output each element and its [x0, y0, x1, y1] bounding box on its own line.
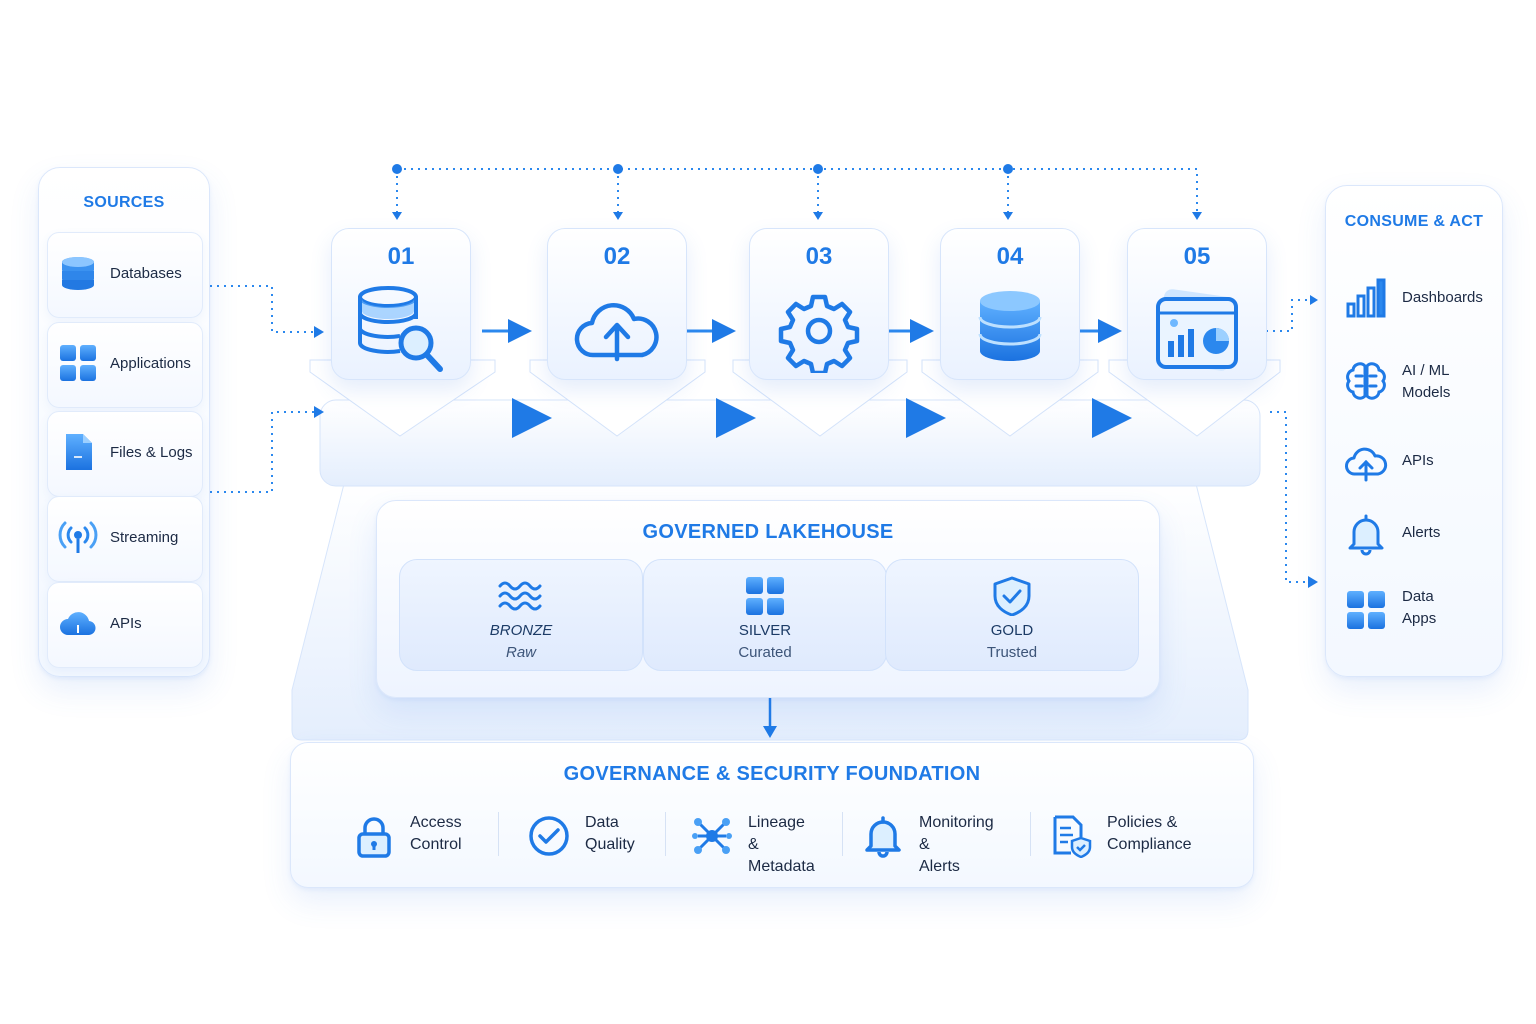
database-icon: [978, 291, 1042, 361]
dashboard-icon: [1155, 289, 1238, 371]
file-icon: [66, 434, 92, 470]
pipeline-step-03[interactable]: 03: [749, 228, 889, 380]
grid-icon: [746, 577, 784, 615]
sources-title: SOURCES: [83, 194, 165, 211]
divider: [665, 812, 666, 856]
source-label: Files & Logs: [110, 444, 193, 461]
source-apis[interactable]: APIs: [47, 582, 203, 668]
source-streaming[interactable]: Streaming: [47, 496, 203, 582]
lakehouse-panel: GOVERNED LAKEHOUSE BRONZE Raw SILVER Cur…: [376, 500, 1160, 698]
governance-title: GOVERNANCE & SECURITY FOUNDATION: [563, 763, 981, 785]
consume-label: Data Apps: [1402, 588, 1437, 627]
layer-name: GOLD: [990, 622, 1034, 639]
orchestration-line: [396, 168, 1198, 212]
cloud-upload-icon: [1345, 447, 1388, 482]
governance-panel: GOVERNANCE & SECURITY FOUNDATION: [290, 742, 1254, 888]
step-number: 01: [387, 243, 415, 270]
database-search-icon: [358, 286, 443, 372]
consume-dashboards[interactable]: Dashboards: [1344, 274, 1504, 324]
cloud-upload-icon: [574, 302, 659, 362]
consume-title: CONSUME & ACT: [1344, 213, 1484, 230]
grid-icon: [60, 345, 96, 381]
consume-ai-ml-models[interactable]: AI / ML Models: [1344, 358, 1504, 408]
source-applications[interactable]: Applications: [47, 322, 203, 408]
bar-chart-icon: [1346, 278, 1386, 318]
source-label: APIs: [110, 615, 142, 632]
waves-icon: [498, 581, 542, 611]
consume-label: Dashboards: [1402, 289, 1483, 306]
source-databases[interactable]: Databases: [47, 232, 203, 318]
gear-icon: [778, 294, 860, 373]
governance-label: Monitoring & Alerts: [919, 814, 994, 875]
step-number: 02: [603, 243, 631, 270]
governance-label: Data Quality: [585, 814, 635, 853]
lakehouse-to-governance-arrow: [763, 698, 777, 738]
step-number: 04: [996, 243, 1024, 270]
layer-name: SILVER: [738, 622, 792, 639]
cloud-icon: [60, 612, 96, 636]
governance-label: Policies & Compliance: [1107, 814, 1192, 853]
divider: [1030, 812, 1031, 856]
layer-sub: Trusted: [986, 644, 1038, 661]
source-files-logs[interactable]: Files & Logs: [47, 411, 203, 497]
layer-silver[interactable]: SILVER Curated: [643, 559, 887, 671]
step-number: 05: [1183, 243, 1211, 270]
document-shield-icon: [1053, 815, 1092, 858]
divider: [842, 812, 843, 856]
pipeline-step-05[interactable]: 05: [1127, 228, 1267, 380]
layer-bronze[interactable]: BRONZE Raw: [399, 559, 643, 671]
consume-label: AI / ML Models: [1402, 362, 1451, 401]
orchestration-dots: [392, 164, 1202, 220]
pipeline-step-01[interactable]: 01: [331, 228, 471, 380]
database-icon: [62, 257, 94, 290]
consume-panel: CONSUME & ACT Dashboards AI / ML Models: [1325, 185, 1503, 677]
consume-connectors: [1266, 299, 1312, 583]
step-number: 03: [805, 243, 833, 270]
sources-panel: SOURCES Databases Applications Files & L…: [38, 167, 210, 677]
consume-label: Alerts: [1402, 524, 1441, 541]
source-connectors: [210, 285, 316, 493]
brain-icon: [1346, 362, 1386, 400]
check-circle-icon: [529, 816, 569, 856]
pipeline-step-04[interactable]: 04: [940, 228, 1080, 380]
governance-label: Lineage & Metadata: [748, 814, 815, 875]
grid-icon: [1347, 591, 1385, 629]
divider: [498, 812, 499, 856]
lock-icon: [357, 817, 391, 858]
source-label: Streaming: [110, 529, 179, 546]
bell-icon: [865, 816, 901, 858]
consume-alerts[interactable]: Alerts: [1344, 510, 1504, 560]
consume-label: APIs: [1402, 452, 1434, 469]
shield-check-icon: [993, 576, 1031, 616]
consume-data-apps[interactable]: Data Apps: [1344, 586, 1504, 636]
source-label: Applications: [110, 355, 191, 372]
layer-name: BRONZE: [489, 622, 553, 639]
governance-label: Access Control: [410, 814, 462, 853]
consume-apis[interactable]: APIs: [1344, 438, 1504, 488]
source-label: Databases: [110, 265, 182, 282]
network-icon: [692, 818, 732, 854]
broadcast-icon: [58, 521, 98, 553]
pipeline-step-02[interactable]: 02: [547, 228, 687, 380]
layer-sub: Raw: [505, 644, 536, 661]
layer-gold[interactable]: GOLD Trusted: [885, 559, 1139, 671]
bell-icon: [1348, 514, 1384, 556]
lakehouse-title: GOVERNED LAKEHOUSE: [642, 521, 894, 543]
layer-sub: Curated: [738, 644, 792, 661]
